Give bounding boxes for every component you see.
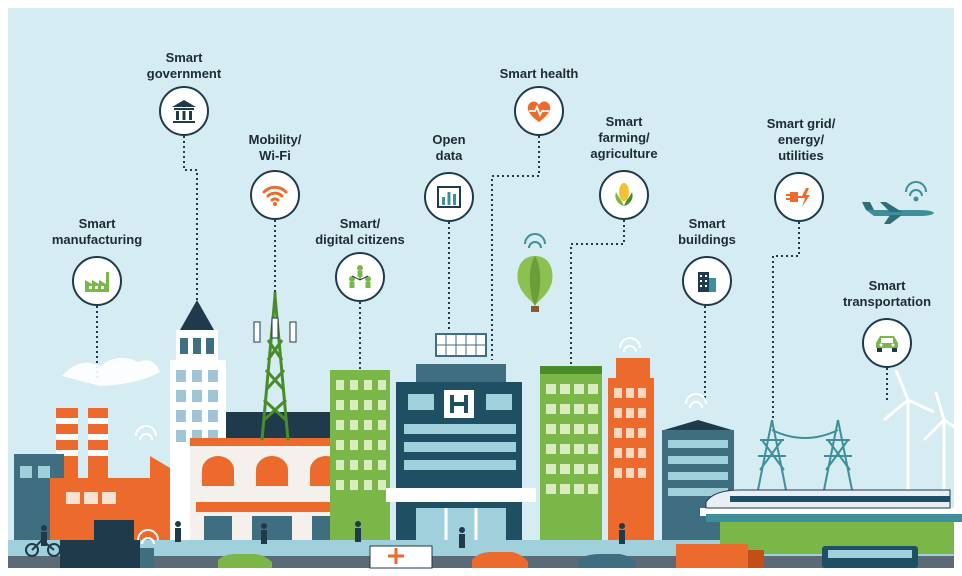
label-smart-transportation: Smart transportation	[842, 278, 932, 309]
label-smart-digital-citizens: Smart/ digital citizens	[315, 216, 405, 247]
pedestrians	[41, 521, 625, 548]
label-smart-grid: Smart grid/ energy/ utilities	[766, 116, 836, 163]
farming-tower	[540, 366, 602, 554]
factory	[14, 357, 200, 554]
delivery-truck-left	[60, 540, 154, 568]
bar-chart-icon	[424, 172, 474, 222]
connector-health	[491, 136, 540, 360]
connector-grid	[772, 222, 800, 420]
label-smart-farming: Smart farming/ agriculture	[590, 114, 658, 161]
connector-farming	[570, 220, 625, 368]
heartbeat-icon	[514, 86, 564, 136]
airplane-wifi-icon	[905, 181, 927, 202]
government-building-icon	[159, 86, 209, 136]
label-smart-government: Smart government	[146, 50, 222, 81]
factory-icon	[72, 256, 122, 306]
car-icon	[862, 318, 912, 368]
balloon-wifi-icon	[524, 233, 546, 249]
label-smart-manufacturing: Smart manufacturing	[51, 216, 143, 247]
green-office-building	[330, 370, 390, 554]
wifi-icon	[250, 170, 300, 220]
orange-tower	[608, 358, 654, 554]
green-car	[218, 554, 272, 568]
label-mobility-wifi: Mobility/ Wi-Fi	[248, 132, 302, 163]
wifi-signal-icons	[135, 337, 707, 545]
label-smart-buildings: Smart buildings	[678, 216, 736, 247]
bicycle	[25, 538, 61, 557]
power-plug-icon	[774, 172, 824, 222]
ambulance	[369, 545, 433, 569]
people-network-icon	[335, 252, 385, 302]
label-open-data: Open data	[432, 132, 466, 163]
hot-air-balloon	[517, 256, 553, 312]
teal-car	[578, 554, 636, 568]
orange-truck	[676, 544, 764, 568]
building-icon	[682, 256, 732, 306]
label-smart-health: Smart health	[499, 66, 579, 81]
connector-government	[183, 136, 198, 300]
orange-car	[472, 552, 528, 568]
hospital	[386, 333, 536, 554]
wind-turbine	[883, 369, 962, 500]
airplane	[862, 202, 934, 224]
corn-icon	[599, 170, 649, 220]
mast-antennas	[253, 317, 297, 343]
power-pylons	[755, 419, 855, 501]
elevated-train	[700, 489, 962, 522]
bus	[822, 546, 918, 568]
